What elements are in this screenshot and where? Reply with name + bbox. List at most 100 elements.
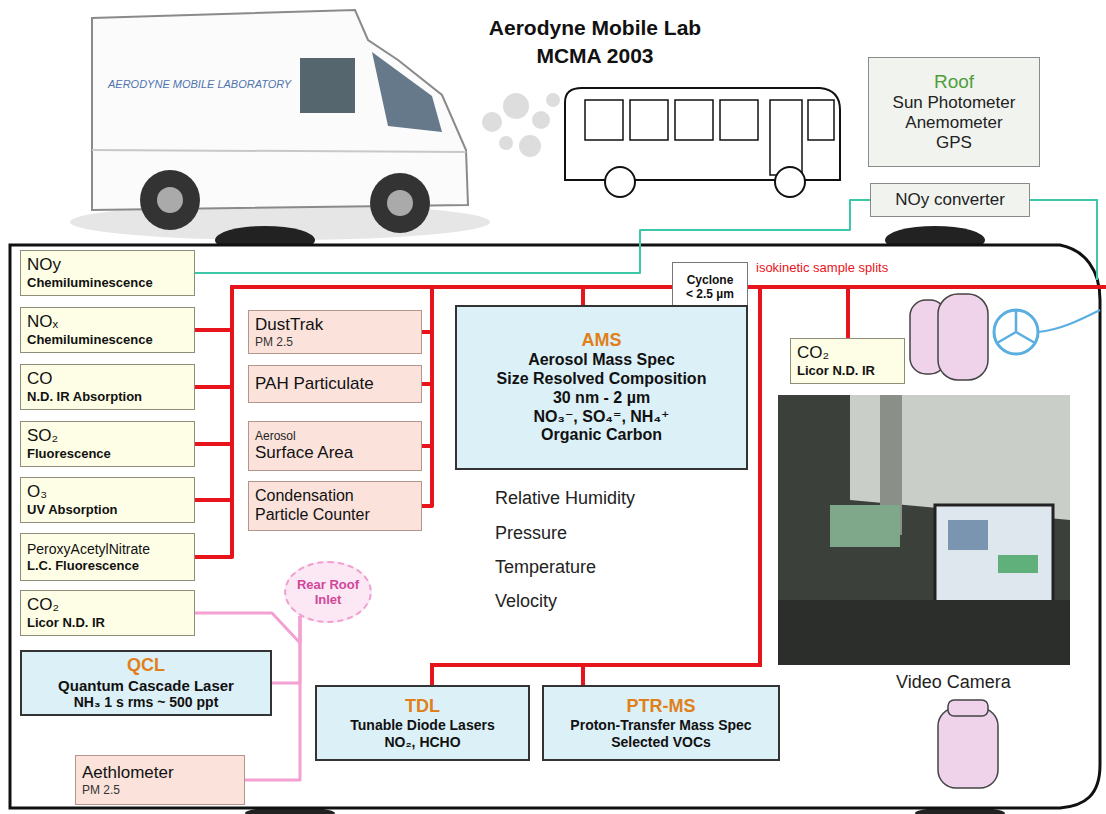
node-heading: AMS	[582, 330, 622, 351]
instrument-box: O₃UV Absorption	[20, 477, 195, 523]
node-text: PM 2.5	[255, 335, 415, 349]
instrument-box: QCLQuantum Cascade LaserNH₃ 1 s rms ~ 50…	[20, 650, 272, 716]
camera-label: Video Camera	[896, 672, 1011, 694]
node-heading: Cyclone	[687, 273, 734, 287]
instrument-box: PAH Particulate	[248, 365, 422, 403]
instrument-box: SO₂Fluorescence	[20, 421, 195, 467]
node-heading: CO	[27, 369, 188, 389]
sensor-label: Velocity	[495, 591, 557, 613]
bus-door	[770, 100, 802, 175]
line-note: isokinetic sample splits	[756, 260, 888, 276]
van-hub	[387, 190, 413, 216]
instrument-box: TDLTunable Diode LasersNO₂, HCHO	[315, 685, 530, 761]
bus-window	[630, 100, 668, 140]
van-wheel	[370, 173, 430, 233]
dash-line	[1038, 310, 1100, 332]
node-heading: CO₂	[27, 595, 188, 615]
node-text: Organic Carbon	[541, 426, 662, 445]
diagram-title: Aerodyne Mobile Lab MCMA 2003	[480, 14, 710, 71]
node-text: Sun Photometer	[893, 93, 1016, 113]
node-heading: QCL	[127, 655, 165, 676]
bus-window	[808, 100, 834, 140]
steering-wheel	[997, 310, 1035, 343]
dashboard-photo	[778, 600, 1070, 665]
exhaust-puff	[532, 111, 550, 129]
instrument-box: DustTrakPM 2.5	[248, 310, 422, 354]
node-text: PM 2.5	[82, 783, 238, 797]
node-text: 30 nm - 2 µm	[553, 389, 650, 408]
instrument-box: CON.D. IR Absorption	[20, 364, 195, 410]
node-heading: TDL	[405, 696, 440, 717]
node-heading: Condensation Particle Counter	[255, 487, 403, 525]
node-text: Tunable Diode Lasers	[350, 717, 494, 734]
node-text: Chemiluminescence	[27, 332, 188, 347]
instrument-box: PeroxyAcetylNitrateL.C. Fluorescence	[20, 533, 195, 581]
instrument-box: Condensation Particle Counter	[248, 481, 422, 531]
node-text: Anemometer	[905, 113, 1002, 133]
node-text: Fluorescence	[27, 446, 188, 461]
sensor-label: Pressure	[495, 523, 567, 545]
dashboard-photo	[778, 395, 1070, 665]
sensor-label: Relative Humidity	[495, 488, 635, 510]
sample-line	[748, 285, 1106, 289]
node-text: Size Resolved Composition	[497, 370, 707, 389]
node-text: Proton-Transfer Mass Spec	[570, 717, 751, 734]
inlet-line	[195, 613, 300, 643]
bus-window	[585, 100, 623, 140]
node-text: Selected VOCs	[611, 734, 711, 751]
bus-wheel	[605, 167, 635, 197]
sample-line	[583, 287, 672, 305]
node-heading: PeroxyAcetylNitrate	[27, 541, 188, 558]
node-text: Aerosol Mass Spec	[528, 351, 675, 370]
bus-wheel	[775, 167, 805, 197]
instrument-box: NOyChemiluminescence	[20, 250, 195, 296]
exhaust-puff	[482, 112, 502, 132]
node-text: UV Absorption	[27, 502, 188, 517]
camera-symbol	[938, 708, 998, 788]
node-text: Quantum Cascade Laser	[58, 677, 234, 695]
instrument-box: CO₂Licor N.D. IR	[790, 338, 905, 384]
node-text: NO₂, HCHO	[384, 734, 460, 751]
bus-outline	[565, 88, 840, 180]
van-wheel	[140, 170, 200, 230]
node-heading: PTR-MS	[627, 696, 696, 717]
van-stripe	[92, 150, 466, 152]
converter-box: NOy converter	[870, 183, 1030, 217]
sample-line	[846, 287, 850, 338]
inlet-ellipse: Rear Roof Inlet	[284, 561, 372, 623]
dashboard-photo	[830, 505, 900, 547]
bus-window	[720, 100, 758, 140]
node-heading: PAH Particulate	[255, 374, 415, 394]
node-heading: Aethlometer	[82, 763, 238, 783]
sample-line	[432, 287, 760, 685]
seat-symbol	[938, 294, 988, 380]
node-heading: NOy	[27, 255, 188, 275]
dashboard-photo	[998, 555, 1038, 573]
node-heading: Roof	[934, 71, 974, 93]
steering-wheel	[994, 310, 1038, 354]
node-text: L.C. Fluorescence	[27, 558, 188, 573]
node-text: NO₃⁻, SO₄⁼, NH₄⁺	[534, 408, 670, 427]
node-heading: NOₓ	[27, 312, 188, 332]
node-text: Licor N.D. IR	[27, 615, 188, 630]
van-lettering: AERODYNE MOBILE LABORATORY	[108, 78, 291, 91]
exhaust-puff	[546, 93, 560, 107]
node-text: GPS	[936, 133, 972, 153]
exhaust-puff	[503, 93, 529, 119]
node-heading: Aerosol	[255, 429, 415, 443]
instrument-box: AerosolSurface Area	[248, 421, 422, 471]
van-windshield	[372, 52, 442, 132]
van-window	[300, 58, 355, 113]
node-heading: SO₂	[27, 426, 188, 446]
van-hub	[157, 187, 183, 213]
node-text: NH₃ 1 s rms ~ 500 ppt	[74, 694, 219, 711]
node-text: < 2.5 µm	[686, 287, 734, 301]
node-text: Chemiluminescence	[27, 275, 188, 290]
lab-outline	[10, 245, 1100, 808]
sensor-label: Temperature	[495, 557, 596, 579]
roof-box: RoofSun PhotometerAnemometerGPS	[868, 57, 1040, 167]
camera-symbol	[948, 700, 988, 716]
instrument-box: AMSAerosol Mass SpecSize Resolved Compos…	[455, 305, 748, 470]
node-heading: DustTrak	[255, 315, 415, 335]
